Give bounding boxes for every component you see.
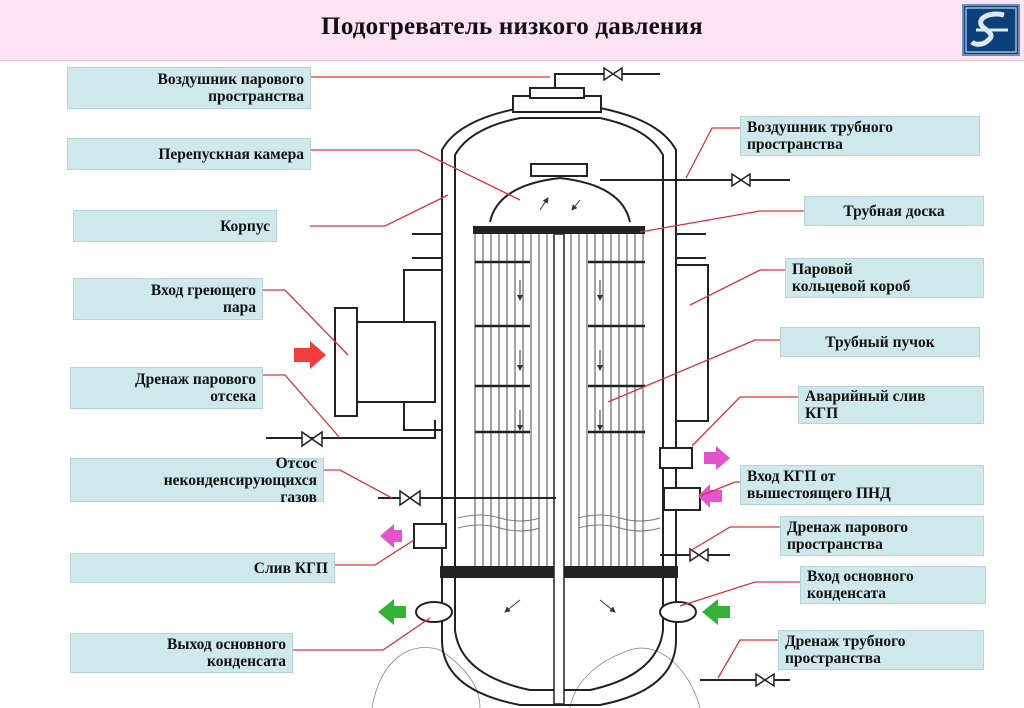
top-manhole — [512, 73, 660, 113]
condensate-level — [457, 514, 661, 532]
central-partition — [553, 233, 565, 705]
leader-lines — [263, 76, 804, 679]
foundation — [371, 647, 701, 708]
label-tube-space-drain: Дренаж трубного пространства — [778, 630, 984, 670]
label-heating-steam-inlet: Вход греющего пара — [73, 278, 263, 320]
condensate-outlet-arrow — [378, 599, 406, 625]
steam-inlet-arrow — [294, 341, 326, 369]
label-steam-compartment-drain: Дренаж парового отсека — [70, 367, 263, 409]
right-nozzles — [659, 447, 701, 511]
label-emergency-kgp-drain: Аварийный слив КГП — [798, 386, 984, 424]
tube-sheet — [473, 226, 645, 234]
label-housing: Корпус — [73, 210, 277, 242]
label-air-vent-tube: Воздушник трубного пространства — [740, 116, 980, 156]
page-title: Подогреватель низкого давления — [321, 13, 703, 40]
flow-arrows — [504, 197, 616, 613]
label-main-condensate-outlet: Выход основного конденсата — [70, 633, 293, 673]
condensate-inlet-arrow — [702, 599, 730, 625]
title-bar: Подогреватель низкого давления — [0, 0, 1024, 61]
label-noncondensable-gas-removal: Отсос неконденсирующихся газов — [70, 455, 324, 506]
label-annular-steam-box: Паровой кольцевой короб — [785, 258, 984, 298]
label-main-condensate-inlet: Вход основного конденсата — [800, 566, 986, 604]
label-tube-sheet: Трубная доска — [804, 196, 984, 226]
heating-steam-inlet-nozzle — [334, 269, 443, 431]
label-kgp-drain: Слив КГП — [70, 553, 335, 583]
gate-valve-icon — [603, 66, 775, 688]
side-flanges — [412, 233, 706, 259]
annular-steam-box — [675, 264, 709, 422]
label-kgp-inlet-upper-pnd: Вход КГП от вышестоящего ПНД — [740, 465, 984, 505]
gate-valve-icon — [399, 489, 421, 507]
label-air-vent-steam: Воздушник парового пространства — [67, 67, 311, 109]
right-pipes — [600, 179, 790, 681]
bypass-chamber-dome — [489, 163, 631, 223]
label-bypass-chamber: Перепускная камера — [67, 138, 311, 170]
label-tube-bundle: Трубный пучок — [780, 327, 980, 357]
kgp-drain-nozzle — [413, 523, 447, 549]
baffles — [475, 260, 645, 434]
emergency-drain-arrow — [704, 446, 730, 470]
label-steam-space-drain: Дренаж парового пространства — [780, 516, 984, 556]
condensate-nozzles — [415, 601, 697, 623]
kgp-drain-arrow — [380, 524, 402, 548]
housing-shell — [441, 107, 677, 706]
company-logo — [962, 4, 1020, 56]
tube-bundle — [474, 234, 644, 566]
gate-valve-icon — [301, 430, 323, 448]
